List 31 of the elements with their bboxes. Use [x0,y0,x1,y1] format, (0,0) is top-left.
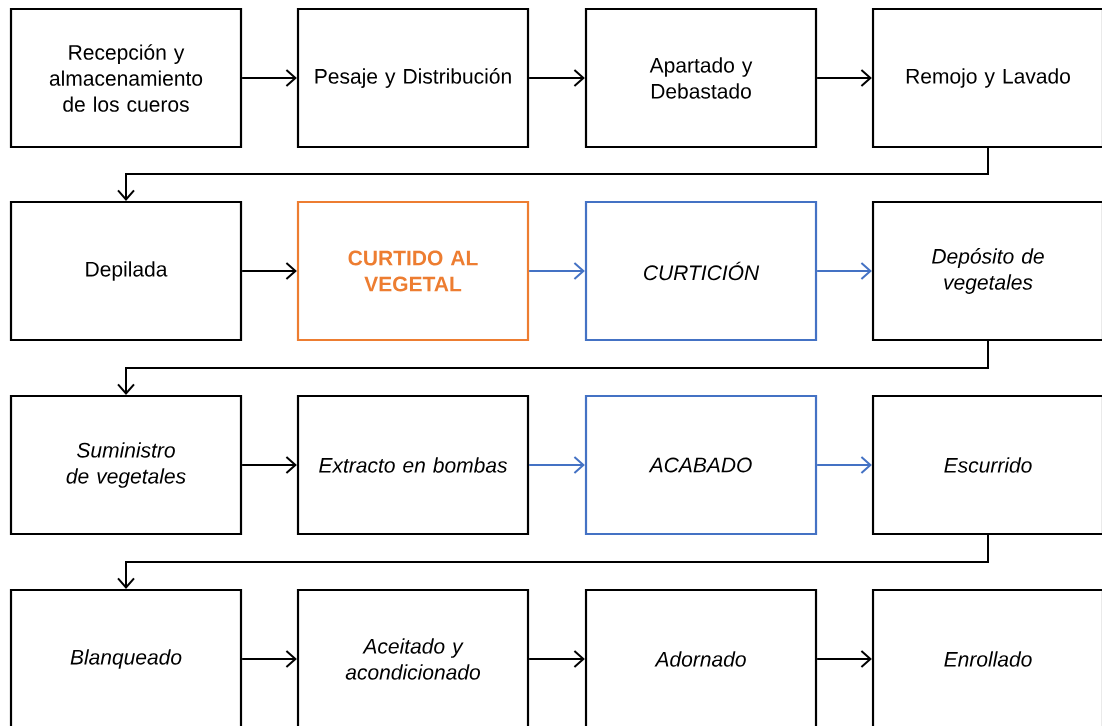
process-box: Enrollado [871,588,1102,726]
process-box: ACABADO [584,394,818,536]
arrow [241,456,297,474]
process-box: Suministro de vegetales [9,394,243,536]
process-box: CURTICIÓN [584,200,818,342]
arrow [117,534,989,589]
process-box: Adornado [584,588,818,726]
arrow [816,650,872,668]
arrow [528,262,585,280]
process-box: CURTIDO AL VEGETAL [296,200,530,342]
arrow [117,340,989,395]
process-box: Aceitado y acondicionado [296,588,530,726]
process-box: Extracto en bombas [296,394,530,536]
process-box: Pesaje y Distribución [296,7,530,149]
arrow [241,69,297,87]
arrow [528,69,585,87]
process-box: Recepción y almacenamiento de los cueros [9,7,243,149]
arrow [241,650,297,668]
arrow [117,147,989,201]
arrow [816,456,872,474]
arrow [528,650,585,668]
process-box: Apartado y Debastado [584,7,818,149]
process-box: Depilada [9,200,243,342]
process-box: Remojo y Lavado [871,7,1102,149]
arrow [241,262,297,280]
process-box: Blanqueado [9,588,243,726]
process-box: Depósito de vegetales [871,200,1102,342]
arrow [816,69,872,87]
arrow [528,456,585,474]
arrow [816,262,872,280]
process-box: Escurrido [871,394,1102,536]
